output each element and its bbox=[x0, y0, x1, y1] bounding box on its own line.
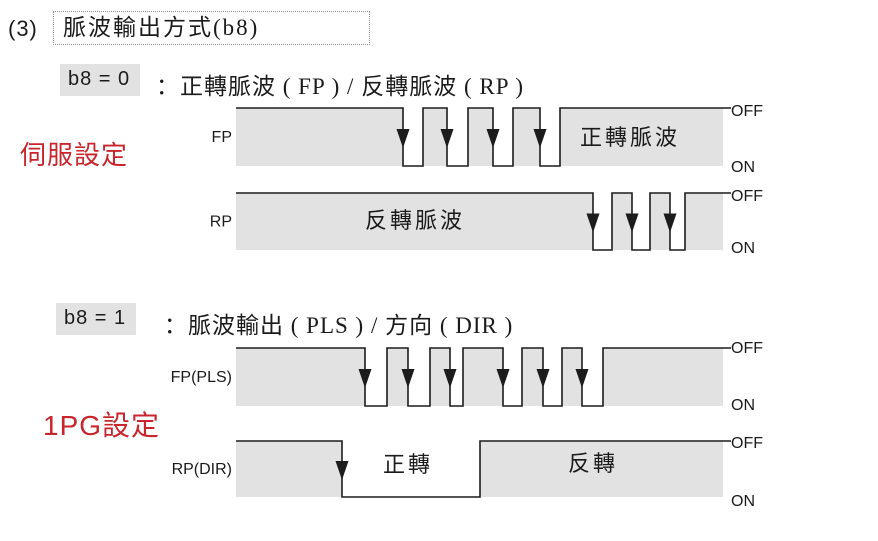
falling-edge-arrow-icon bbox=[335, 461, 349, 480]
b8-0-tag: b8 = 0 bbox=[60, 64, 141, 96]
falling-edge-arrow-icon bbox=[486, 129, 500, 148]
off-level-label: OFF bbox=[731, 103, 763, 120]
off-level-label: OFF bbox=[731, 188, 763, 205]
on-level-label: ON bbox=[731, 159, 755, 176]
falling-edge-arrow-icon bbox=[401, 369, 415, 388]
servo-setting-label: 伺服設定 bbox=[20, 140, 129, 170]
waveform-trace bbox=[236, 347, 731, 407]
waveform-high-fill bbox=[650, 193, 670, 250]
waveform-high-fill bbox=[612, 193, 632, 250]
falling-edge-arrow-icon bbox=[440, 129, 454, 148]
falling-edge-arrow-icon bbox=[396, 129, 410, 148]
waveform-high-fill bbox=[513, 108, 540, 166]
waveform-high-fill bbox=[468, 108, 493, 166]
on-level-label: ON bbox=[731, 493, 755, 510]
waveform-high-fill bbox=[387, 348, 408, 406]
waveform-high-fill bbox=[480, 441, 723, 497]
waveform-high-fill bbox=[236, 441, 342, 497]
signal-name-label: RP bbox=[210, 214, 232, 231]
falling-edge-arrow-icon bbox=[443, 369, 457, 388]
waveform-trace bbox=[236, 440, 731, 498]
falling-edge-arrow-icon bbox=[533, 129, 547, 148]
falling-edge-arrow-icon bbox=[625, 213, 639, 233]
waveform-trace bbox=[236, 192, 731, 251]
off-level-label: OFF bbox=[731, 435, 763, 452]
1pg-setting-label: 1PG設定 bbox=[43, 410, 161, 441]
waveform-rp-dir: 正轉 反轉 RP(DIR) OFF ON bbox=[172, 435, 764, 510]
falling-edge-arrow-icon bbox=[586, 213, 600, 233]
waveform-high-fill bbox=[236, 108, 403, 166]
waveform-high-fill bbox=[685, 193, 723, 250]
waveform-high-fill bbox=[423, 108, 447, 166]
waveform-fp-pls: FP(PLS) OFF ON bbox=[171, 340, 764, 414]
waveform-rp: 反轉脈波 RP OFF ON bbox=[210, 188, 763, 257]
signal-name-label: RP(DIR) bbox=[172, 461, 232, 478]
signal-name-label: FP(PLS) bbox=[171, 369, 232, 386]
waveform-high-fill bbox=[560, 108, 723, 166]
off-level-label: OFF bbox=[731, 340, 763, 357]
waveform-high-fill bbox=[236, 193, 593, 250]
page-title: 脈波輸出方式(b8) bbox=[53, 11, 370, 45]
b8-0-description: ：正轉脈波 ( FP ) / 反轉脈波 ( RP ) bbox=[156, 74, 525, 99]
signal-name-label: FP bbox=[212, 129, 232, 146]
waveform-high-fill bbox=[430, 348, 450, 406]
waveform-high-fill bbox=[522, 348, 543, 406]
waveform-high-fill bbox=[562, 348, 582, 406]
b8-1-description: ：脈波輸出 ( PLS ) / 方向 ( DIR ) bbox=[164, 313, 514, 338]
falling-edge-arrow-icon bbox=[663, 213, 677, 233]
on-level-label: ON bbox=[731, 397, 755, 414]
waveform-fp: 正轉脈波 FP OFF ON bbox=[212, 103, 764, 176]
waveform-annotation: 正轉脈波 bbox=[580, 125, 680, 150]
falling-edge-arrow-icon bbox=[536, 369, 550, 388]
b8-1-tag: b8 = 1 bbox=[56, 303, 137, 335]
waveform-annotation: 正轉 bbox=[383, 452, 433, 477]
falling-edge-arrow-icon bbox=[575, 369, 589, 388]
waveform-high-fill bbox=[463, 348, 503, 406]
waveform-high-fill bbox=[236, 348, 365, 406]
falling-edge-arrow-icon bbox=[358, 369, 372, 388]
waveform-annotation: 反轉 bbox=[568, 451, 618, 476]
waveform-annotation: 反轉脈波 bbox=[365, 208, 465, 233]
falling-edge-arrow-icon bbox=[496, 369, 510, 388]
on-level-label: ON bbox=[731, 240, 755, 257]
waveform-trace bbox=[236, 107, 731, 167]
item-number: (3) bbox=[8, 16, 38, 41]
waveform-high-fill bbox=[603, 348, 723, 406]
